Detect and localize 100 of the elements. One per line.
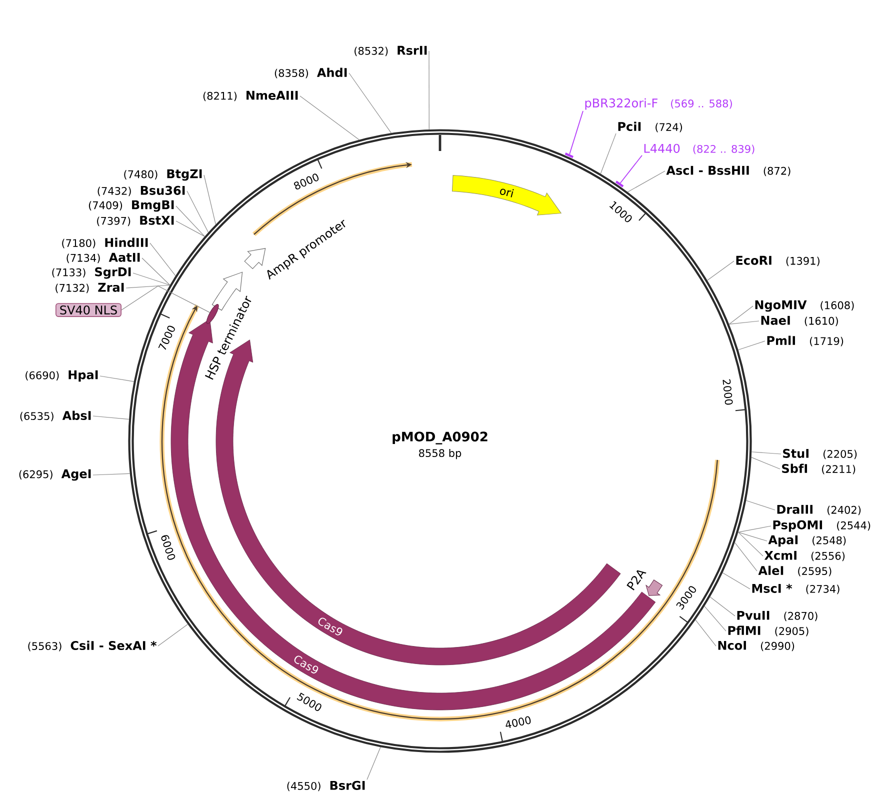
position-number: (2990): [760, 642, 794, 652]
plasmid-size: 8558 bp: [419, 448, 462, 460]
position-range: (822 .. 839): [693, 144, 754, 154]
enzyme-name: PvuII: [737, 610, 770, 620]
position-number: (6690): [26, 371, 59, 381]
feature-mark: [206, 304, 219, 324]
position-number: (7134): [66, 254, 100, 264]
enzyme-name: AgeI: [61, 469, 91, 481]
leader-line: [142, 258, 170, 286]
position-number: (6295): [19, 470, 52, 480]
position-number: (7133): [52, 268, 86, 278]
position-number: (7480): [124, 170, 158, 180]
leader-line: [728, 306, 754, 325]
enzyme-name: NcoI: [718, 640, 746, 650]
position-number: (7180): [62, 238, 96, 248]
position-number: (2402): [827, 506, 861, 516]
leader-line: [751, 452, 782, 454]
enzyme-name: BstXI: [140, 216, 174, 225]
enzyme-name: PciI: [618, 122, 641, 132]
position-number: (1391): [786, 256, 820, 266]
leader-line: [121, 286, 210, 313]
leader-line: [746, 500, 776, 510]
enzyme-name: NgoMIV: [755, 300, 807, 312]
enzyme-name: XcmI: [764, 550, 796, 560]
position-number: (2205): [824, 450, 857, 460]
leader-line: [738, 532, 768, 542]
enzyme-name: AleI: [758, 566, 784, 576]
position-number: (2734): [806, 584, 840, 594]
leader-line: [738, 340, 766, 350]
enzyme-name: AscI - BssHII: [666, 166, 749, 175]
enzyme-name: CsiI - SexAI *: [70, 640, 157, 650]
enzyme-name: PmlI: [767, 336, 795, 345]
leader-line: [704, 606, 726, 632]
enzyme-name: BmgBI: [132, 200, 174, 212]
leader-line: [150, 242, 176, 276]
primer-mark: [616, 180, 624, 188]
enzyme-name: BtgZI: [167, 169, 202, 181]
enzyme-name: SbfI: [782, 464, 808, 474]
leader-line: [722, 572, 750, 590]
position-number: (1719): [810, 336, 844, 346]
leader-line: [132, 272, 170, 286]
enzyme-name: PspOMI: [773, 520, 822, 532]
enzyme-name: SgrDI: [95, 267, 131, 279]
position-number: (6535): [20, 412, 54, 422]
leader-line: [695, 620, 716, 646]
position-number: (8358): [274, 68, 308, 78]
leader-line: [710, 596, 736, 616]
leader-line: [620, 154, 642, 184]
enzyme-name: ApaI: [768, 535, 798, 547]
position-number: (8532): [354, 46, 388, 56]
primer-name: L4440: [644, 144, 680, 153]
primer-mark: [564, 152, 574, 158]
leader-line: [728, 320, 760, 325]
enzyme-name: DraIII: [777, 504, 812, 514]
position-number: (5563): [28, 642, 62, 652]
enzyme-name: AbsI: [62, 410, 91, 420]
plasmid-name: pMOD_A0902: [392, 432, 488, 444]
leader-line: [428, 50, 430, 130]
scale-label: 8000: [294, 174, 319, 190]
position-number: (2905): [775, 626, 808, 636]
position-number: (7432): [98, 186, 131, 196]
label-box: SV40 NLS: [56, 303, 122, 317]
leader-line: [176, 206, 205, 237]
scale-label: 2000: [722, 379, 733, 405]
leader-line: [158, 624, 188, 646]
feature-block: ori: [452, 175, 562, 216]
enzyme-name: BsrGI: [330, 780, 365, 790]
enzyme-name: AhdI: [316, 68, 347, 78]
enzyme-name: HpaI: [68, 370, 98, 382]
position-number: (2870): [784, 612, 818, 622]
leader-line: [366, 746, 381, 780]
position-number: (872): [764, 166, 790, 176]
position-number: (2595): [798, 566, 832, 576]
position-number: (4550): [287, 782, 320, 792]
position-number: (2556): [811, 552, 845, 562]
enzyme-name: AatII: [108, 252, 140, 262]
enzyme-name: StuI: [783, 448, 808, 458]
enzyme-name: NaeI: [761, 316, 790, 325]
leader-line: [627, 170, 666, 192]
leader-line: [204, 174, 216, 225]
position-number: (1610): [804, 316, 838, 326]
position-number: (2548): [812, 536, 846, 546]
enzyme-name: EcoRI: [736, 256, 772, 265]
enzyme-name: HindIII: [105, 238, 148, 248]
leader-line: [738, 526, 772, 532]
position-number: (7397): [97, 216, 130, 226]
enzyme-name: RsrII: [398, 46, 427, 55]
leader-line: [738, 532, 764, 556]
position-number: (7132): [56, 284, 89, 294]
leader-line: [751, 457, 780, 470]
leader-line: [186, 190, 209, 233]
leader-line: [734, 542, 758, 572]
position-number: (7409): [88, 201, 122, 210]
enzyme-name: NmeAIII: [246, 90, 298, 100]
leader-line: [100, 376, 134, 382]
leader-line: [600, 133, 616, 174]
position-number: (2544): [837, 521, 870, 531]
position-number: (724): [656, 122, 682, 132]
leader-line: [126, 284, 170, 288]
position-range: (569 .. 588): [671, 99, 732, 109]
